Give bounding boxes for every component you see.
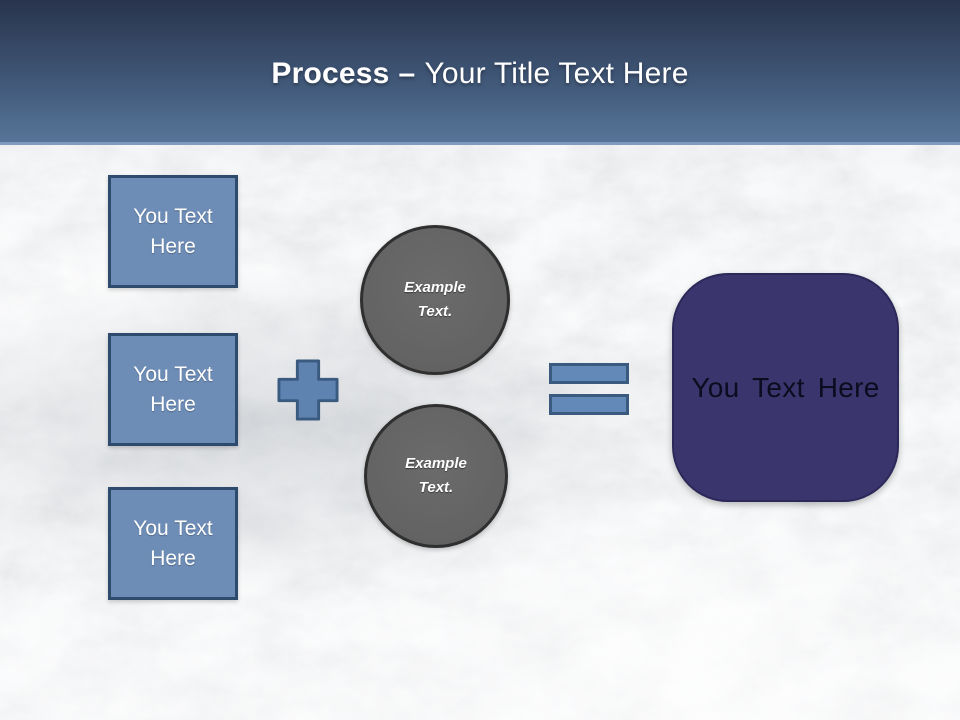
text-placeholder-box-1[interactable]: You Text Here — [108, 175, 238, 288]
box-label: You Text Here — [133, 362, 213, 416]
circle-label: Example Text. — [404, 279, 466, 320]
example-circle-2[interactable]: Example Text. — [364, 404, 508, 548]
example-circle-1[interactable]: Example Text. — [360, 225, 510, 375]
equals-bottom-bar — [549, 394, 629, 415]
text-placeholder-box-3[interactable]: You Text Here — [108, 487, 238, 600]
result-label: You Text Here — [691, 371, 880, 403]
equals-icon[interactable] — [549, 363, 629, 415]
box-label: You Text Here — [133, 204, 213, 258]
text-placeholder-box-2[interactable]: You Text Here — [108, 333, 238, 446]
result-placeholder-box[interactable]: You Text Here — [672, 273, 899, 502]
circle-label: Example Text. — [405, 455, 467, 496]
plus-icon[interactable] — [277, 359, 339, 421]
box-label: You Text Here — [133, 516, 213, 570]
equals-top-bar — [549, 363, 629, 384]
